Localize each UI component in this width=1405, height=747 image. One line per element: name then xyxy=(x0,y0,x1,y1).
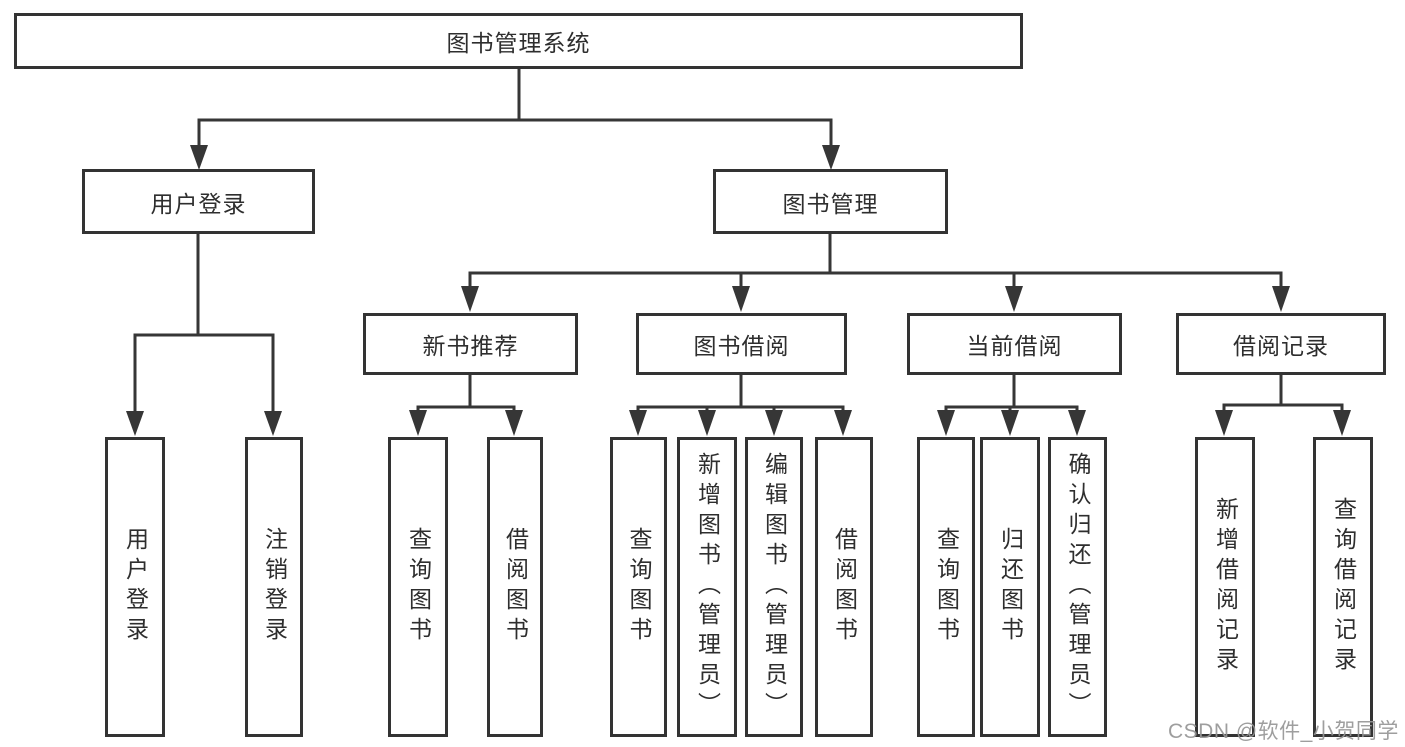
arrowhead-icon xyxy=(732,286,750,312)
arrowhead-icon xyxy=(190,145,208,170)
leaf-borrow-books-recommend: 借阅图书 xyxy=(487,437,543,737)
arrowhead-icon xyxy=(461,286,479,312)
leaf-query-books-recommend: 查询图书 xyxy=(388,437,448,737)
arrowhead-icon xyxy=(937,410,955,436)
arrowhead-icon xyxy=(505,410,523,436)
leaf-add-borrow-record: 新增借阅记录 xyxy=(1195,437,1255,737)
leaf-confirm-return-admin: 确认归还（管理员） xyxy=(1048,437,1107,737)
leaf-query-books-borrow: 查询图书 xyxy=(610,437,667,737)
leaf-user-login: 用户登录 xyxy=(105,437,165,737)
node-book-borrow: 图书借阅 xyxy=(636,313,847,375)
arrowhead-icon xyxy=(1272,286,1290,312)
arrowhead-icon xyxy=(822,145,840,170)
arrowhead-icon xyxy=(409,410,427,436)
arrowhead-icon xyxy=(264,411,282,436)
leaf-query-books-current: 查询图书 xyxy=(917,437,975,737)
leaf-borrow-books: 借阅图书 xyxy=(815,437,873,737)
leaf-query-borrow-record: 查询借阅记录 xyxy=(1313,437,1373,737)
arrowhead-icon xyxy=(765,410,783,436)
arrowhead-icon xyxy=(1001,410,1019,436)
watermark: CSDN @软件_小贺同学 xyxy=(1168,720,1399,743)
node-root: 图书管理系统 xyxy=(14,13,1023,69)
leaf-add-books-admin: 新增图书（管理员） xyxy=(677,437,737,737)
arrowhead-icon xyxy=(1215,410,1233,436)
leaf-logout: 注销登录 xyxy=(245,437,303,737)
leaf-edit-books-admin: 编辑图书（管理员） xyxy=(745,437,803,737)
arrowhead-icon xyxy=(629,410,647,436)
node-new-book-recommend: 新书推荐 xyxy=(363,313,578,375)
arrowhead-icon xyxy=(1333,410,1351,436)
arrowhead-icon xyxy=(698,410,716,436)
node-current-borrow: 当前借阅 xyxy=(907,313,1122,375)
arrowhead-icon xyxy=(126,411,144,436)
leaf-return-books: 归还图书 xyxy=(980,437,1040,737)
arrowhead-icon xyxy=(834,410,852,436)
node-borrow-records: 借阅记录 xyxy=(1176,313,1386,375)
arrowhead-icon xyxy=(1068,410,1086,436)
node-book-management: 图书管理 xyxy=(713,169,948,234)
arrowhead-icon xyxy=(1005,286,1023,312)
node-user-login: 用户登录 xyxy=(82,169,315,234)
